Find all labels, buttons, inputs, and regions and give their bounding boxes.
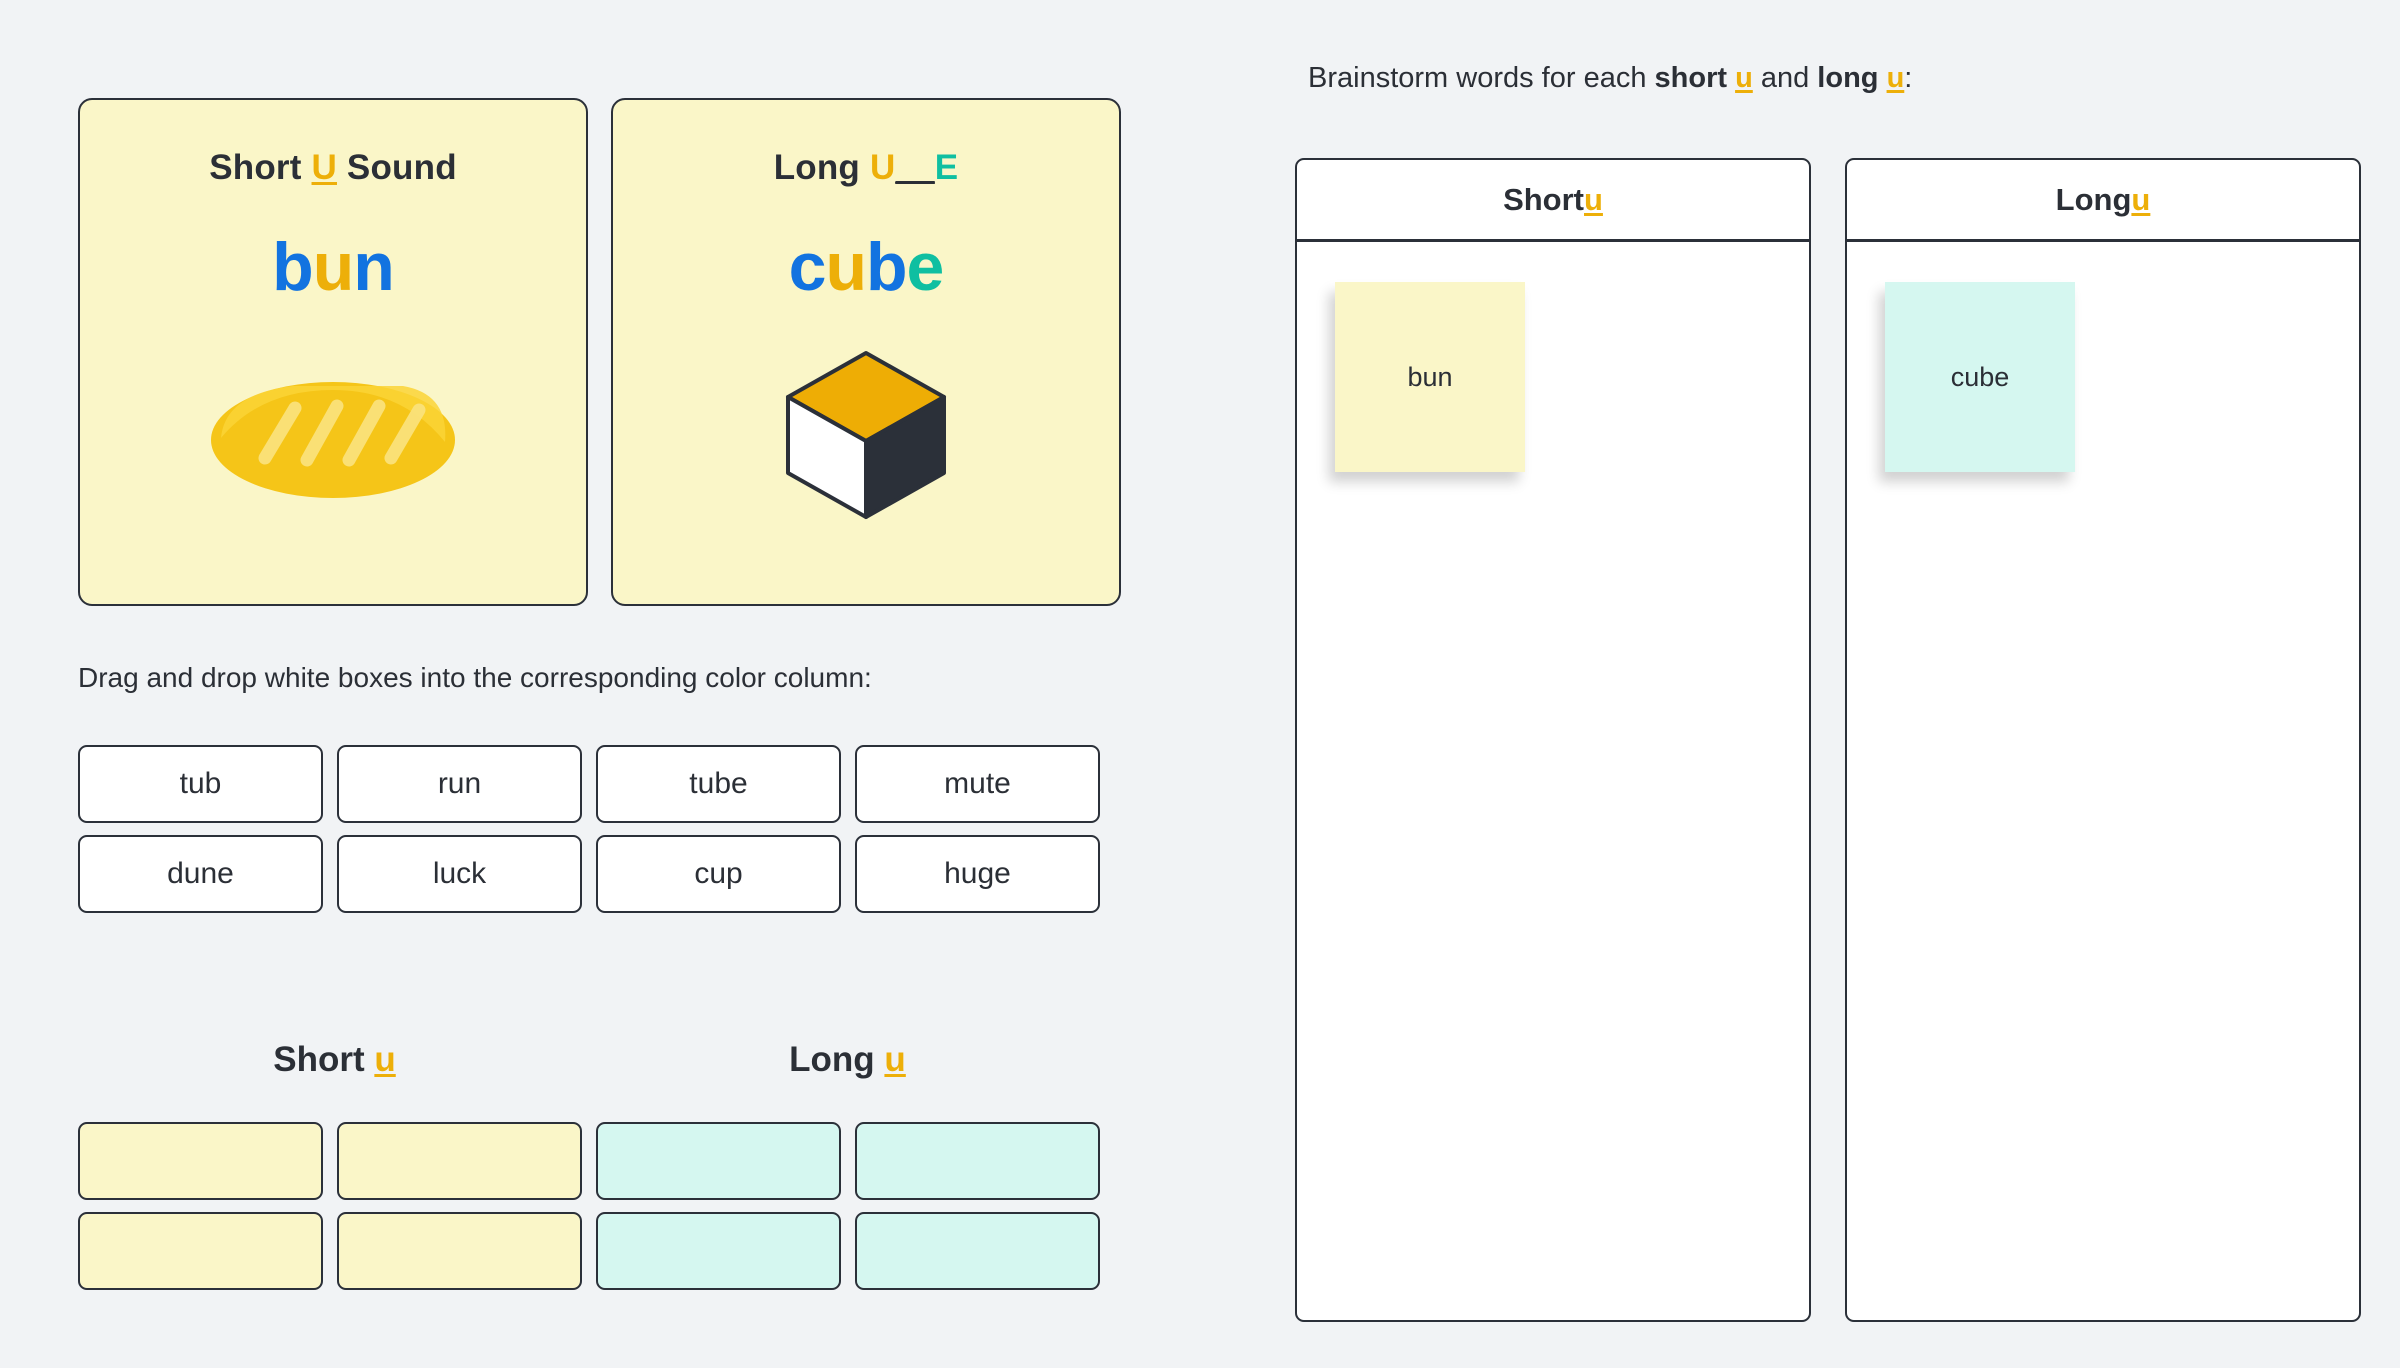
brainstorm-body-short-u[interactable]: bun [1297, 242, 1809, 1320]
word-tile[interactable]: run [337, 745, 582, 823]
left-pane: Short U Sound bun Long U__E cube [78, 0, 1218, 1368]
brainstorm-header-short-u: Short u [1297, 160, 1809, 242]
word-tile-grid: tub run tube mute dune luck cup huge [78, 745, 1100, 913]
brainstorm-columns: Short u bun Long u cube [1295, 158, 2361, 1322]
drop-cell-long-u[interactable] [596, 1212, 841, 1290]
drop-column-labels: Short u Long u [78, 1040, 1104, 1080]
word-tile[interactable]: dune [78, 835, 323, 913]
short-u-word-part-2: u [312, 229, 355, 305]
long-u-title-letter: U [869, 148, 896, 187]
brainstorm-header-short-text: Short [1503, 181, 1584, 217]
long-u-word-part-2: u [825, 229, 867, 305]
word-tile[interactable]: tub [78, 745, 323, 823]
long-u-title-prefix: Long [773, 148, 870, 187]
prompt-tail: : [1904, 62, 1913, 94]
drop-cell-short-u[interactable] [337, 1212, 582, 1290]
long-u-title-end-letter: E [934, 148, 959, 187]
drop-cell-short-u[interactable] [78, 1122, 323, 1200]
short-u-card-title: Short U Sound [209, 148, 457, 188]
drop-label-short-letter: u [374, 1040, 396, 1079]
drag-drop-instruction: Drag and drop white boxes into the corre… [78, 662, 872, 693]
short-u-word-part-3: n [353, 229, 395, 305]
prompt-long-u-letter: u [1886, 62, 1905, 94]
long-u-card-title: Long U__E [774, 148, 959, 188]
drop-column-label-short-u: Short u [78, 1040, 591, 1080]
brainstorm-header-long-u: Long u [1847, 160, 2359, 242]
brainstorm-prompt: Brainstorm words for each short u and lo… [1308, 62, 1912, 95]
long-u-title-dashes: __ [895, 148, 935, 187]
drop-cell-short-u[interactable] [78, 1212, 323, 1290]
long-u-word-part-4: e [906, 229, 945, 305]
long-u-word-part-3: b [866, 229, 908, 305]
word-tile[interactable]: mute [855, 745, 1100, 823]
short-u-title-letter: U [311, 148, 337, 187]
word-tile[interactable]: luck [337, 835, 582, 913]
brainstorm-column-long-u[interactable]: Long u cube [1845, 158, 2361, 1322]
brainstorm-body-long-u[interactable]: cube [1847, 242, 2359, 1320]
sticky-note[interactable]: cube [1885, 282, 2075, 472]
sound-cards-row: Short U Sound bun Long U__E cube [78, 98, 1121, 606]
word-tile[interactable]: cup [596, 835, 841, 913]
drop-label-short-text: Short [273, 1040, 375, 1079]
drop-cell-long-u[interactable] [855, 1122, 1100, 1200]
isometric-cube-icon [786, 351, 946, 519]
drop-label-long-letter: u [884, 1040, 906, 1079]
drop-column-label-long-u: Long u [591, 1040, 1104, 1080]
prompt-mid: and [1752, 62, 1818, 94]
brainstorm-column-short-u[interactable]: Short u bun [1295, 158, 1811, 1322]
word-tile[interactable]: tube [596, 745, 841, 823]
prompt-lead: Brainstorm words for each [1308, 62, 1655, 94]
drop-label-long-text: Long [789, 1040, 885, 1079]
long-u-example-word: cube [788, 228, 945, 306]
drop-cell-short-u[interactable] [337, 1122, 582, 1200]
brainstorm-header-long-letter: u [2131, 181, 2151, 217]
bread-loaf-icon [211, 382, 455, 498]
cube-art-container [613, 306, 1119, 604]
prompt-bold-short: short [1654, 62, 1728, 94]
prompt-short-u-letter: u [1735, 62, 1753, 94]
brainstorm-header-long-text: Long [2055, 181, 2132, 217]
long-u-word-part-1: c [788, 229, 827, 305]
drop-zone-grid [78, 1122, 1100, 1290]
short-u-word-part-1: b [272, 229, 314, 305]
short-u-title-prefix: Short [209, 148, 312, 187]
sticky-note[interactable]: bun [1335, 282, 1525, 472]
short-u-title-suffix: Sound [337, 148, 457, 187]
drop-cell-long-u[interactable] [596, 1122, 841, 1200]
word-tile[interactable]: huge [855, 835, 1100, 913]
long-u-sound-card: Long U__E cube [611, 98, 1121, 606]
prompt-bold-long: long [1817, 62, 1879, 94]
short-u-sound-card: Short U Sound bun [78, 98, 588, 606]
drop-cell-long-u[interactable] [855, 1212, 1100, 1290]
brainstorm-header-short-letter: u [1584, 181, 1603, 217]
right-pane: Brainstorm words for each short u and lo… [1295, 0, 2361, 1368]
short-u-example-word: bun [272, 228, 395, 306]
bread-loaf-art-container [80, 306, 586, 604]
